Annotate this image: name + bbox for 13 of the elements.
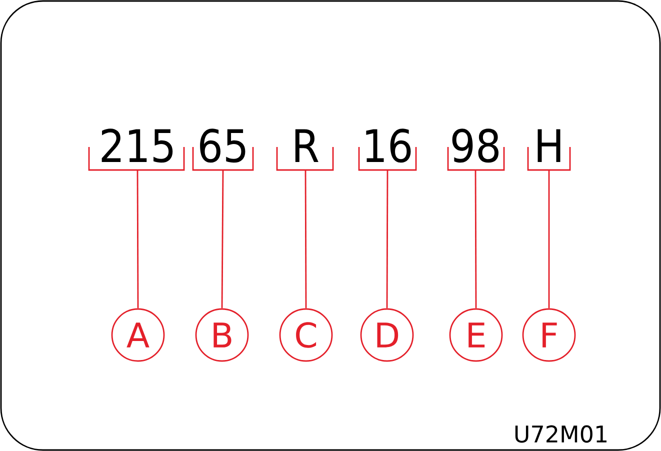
tire-code-text: 65 [200, 128, 246, 163]
figure-code: U72M01 [515, 425, 606, 443]
leader-line [304, 170, 307, 308]
tire-code-text: 98 [452, 128, 498, 163]
leader-line [474, 170, 477, 308]
leader-line [548, 170, 550, 308]
tire-code-text: H [538, 129, 560, 162]
leader-line [136, 170, 139, 308]
tire-code-text: 16 [366, 128, 411, 163]
tire-code-text: R [295, 129, 318, 162]
leader-line [221, 170, 224, 308]
tire-code-text: 215 [102, 128, 173, 163]
leader-line [386, 170, 388, 308]
